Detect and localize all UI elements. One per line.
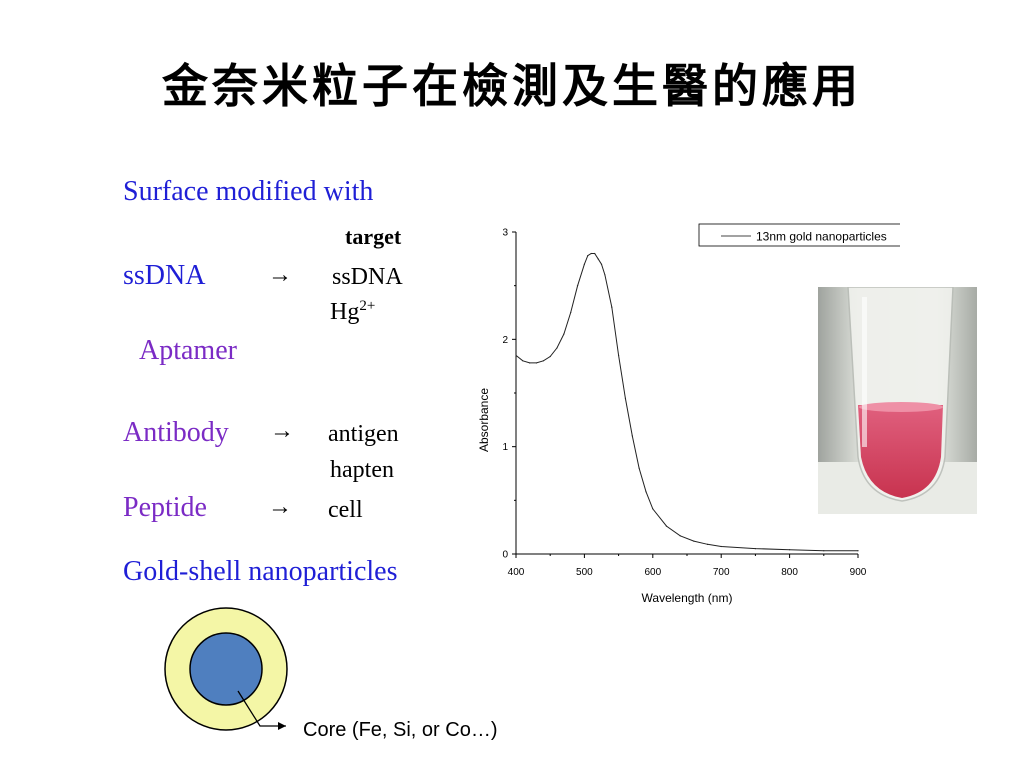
data-point [789, 549, 791, 551]
data-point [638, 467, 640, 469]
surface-modified-label: Surface modified with [123, 176, 374, 207]
legend-label: 13nm gold nanoparticles [756, 230, 887, 244]
data-point [600, 263, 603, 265]
core-shell-diagram [164, 607, 288, 731]
absorbance-chart: 400 500 600 700 800 900 0 1 2 3 13nm gold nanopar… [477, 223, 900, 605]
slide-title: 金奈米粒子在檢測及生醫的應用 [162, 59, 862, 113]
ligand-ssdna: ssDNA [123, 260, 206, 291]
data-point [563, 333, 565, 335]
series-line-0 [515, 253, 858, 552]
x-tick-label: 900 [850, 567, 867, 578]
data-point [590, 252, 592, 255]
core-circle [189, 632, 263, 706]
target-cell: cell [328, 497, 363, 523]
gold-shell-label: Gold-shell nanoparticles [123, 556, 398, 587]
x-tick-label: 800 [781, 567, 798, 578]
data-point [631, 435, 633, 437]
data-point [522, 360, 524, 362]
data-point [542, 360, 544, 362]
target-hg-text: Hg [330, 299, 360, 325]
core-label: Core (Fe, Si, or Co…) [303, 719, 498, 741]
target-hg: Hg2+ [330, 298, 375, 326]
core-pointer-arrowhead [278, 722, 286, 730]
data-point [604, 274, 606, 276]
data-point [823, 550, 825, 552]
data-point [618, 354, 620, 357]
data-point [583, 263, 585, 265]
core-pointer-line [237, 690, 286, 727]
legend-box [698, 223, 900, 247]
arrow-icon: → [268, 262, 292, 288]
ligand-peptide: Peptide [123, 492, 207, 523]
data-point [529, 362, 531, 364]
data-point [665, 525, 668, 527]
y-tick-label: 0 [502, 550, 508, 561]
data-point [645, 491, 647, 493]
chart-axes: 400 500 600 700 800 900 0 1 2 3 [502, 228, 866, 579]
x-tick-label: 600 [644, 567, 661, 578]
data-point [652, 508, 654, 510]
data-point [624, 397, 627, 399]
data-point [857, 550, 859, 552]
chart-series [515, 252, 859, 552]
data-point [679, 535, 681, 537]
target-header: target [345, 224, 402, 249]
data-point [754, 548, 756, 550]
ligand-antibody: Antibody [123, 417, 229, 448]
data-point [556, 347, 558, 349]
y-axis-label: Absorbance [477, 388, 491, 452]
data-point [611, 306, 613, 308]
y-tick-label: 1 [502, 442, 508, 453]
ligand-aptamer: Aptamer [139, 335, 237, 366]
data-point [576, 285, 579, 287]
target-ssdna: ssDNA [332, 264, 403, 290]
target-antigen: antigen [328, 421, 399, 447]
x-tick-label: 500 [576, 567, 593, 578]
arrow-icon: → [268, 494, 292, 520]
x-tick-label: 700 [713, 567, 730, 578]
arrow-icon: → [270, 418, 294, 444]
data-point [587, 255, 589, 257]
data-point [515, 354, 517, 357]
x-axis-label: Wavelength (nm) [642, 591, 733, 605]
data-point [597, 258, 599, 260]
target-hapten: hapten [330, 457, 394, 483]
data-point [570, 311, 572, 314]
chart-legend: 13nm gold nanoparticles [698, 223, 900, 247]
data-point [594, 252, 596, 255]
hg-charge-superscript: 2+ [359, 298, 376, 314]
data-point [720, 545, 722, 548]
y-tick-label: 3 [502, 228, 508, 239]
y-tick-label: 2 [502, 335, 508, 346]
data-point [706, 543, 709, 545]
data-point [693, 540, 695, 542]
data-point [549, 355, 551, 358]
tube-illustration [818, 287, 977, 514]
x-tick-label: 400 [508, 567, 525, 578]
data-point [535, 362, 538, 364]
gold-nanoparticle-tube-photo [818, 287, 977, 514]
